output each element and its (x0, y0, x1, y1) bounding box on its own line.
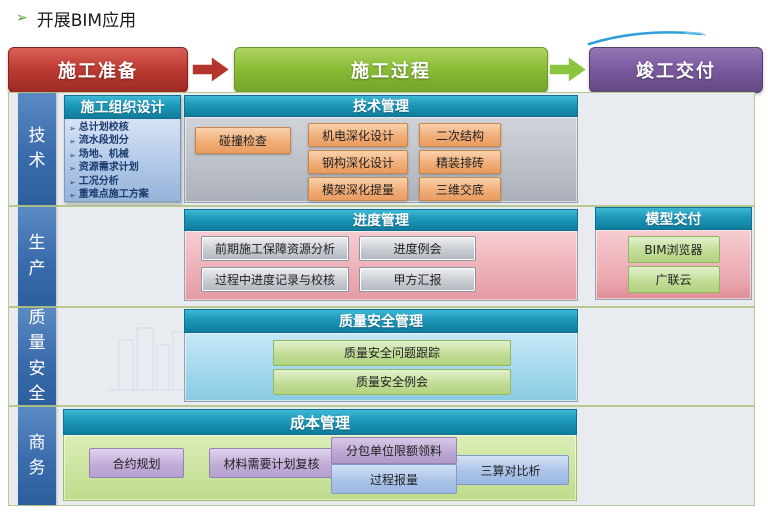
lane-label-production: 生产 (28, 233, 46, 279)
schedule-management-body: 前期施工保障资源分析 过程中进度记录与校核 进度例会 甲方汇报 (184, 231, 578, 301)
bullet-icon: ➢ (69, 150, 76, 160)
org-design-header: 施工组织设计 (64, 95, 181, 119)
lane-row-production: 生产 进度管理 前期施工保障资源分析 过程中进度记录与校核 进度例会 甲方汇报 … (8, 206, 755, 307)
schedule-chip-column-1: 前期施工保障资源分析 过程中进度记录与校核 (201, 236, 349, 300)
cost-management-header: 成本管理 (63, 409, 577, 435)
chip-glodon-cloud: 广联云 (627, 266, 720, 293)
chip-subcontract-quota-material: 分包单位限额领料 (331, 437, 457, 464)
chip-contract-planning: 合约规划 (89, 448, 184, 478)
chip-collision-check: 碰撞检查 (195, 127, 291, 154)
bullet-icon: ➢ (69, 164, 76, 174)
chip-mep-deepening: 机电深化设计 (308, 123, 408, 147)
quality-safety-management-title: 质量安全管理 (339, 314, 423, 330)
chip-quality-issue-tracking: 质量安全问题跟踪 (273, 339, 511, 366)
bullet-icon: ➢ (69, 137, 76, 147)
model-delivery-section: 模型交付 BIM浏览器 广联云 (595, 207, 752, 300)
chip-progress-meeting: 进度例会 (359, 236, 476, 261)
quality-safety-management-section: 质量安全管理 质量安全问题跟踪 质量安全例会 (184, 309, 578, 403)
model-delivery-title: 模型交付 (645, 211, 702, 228)
lane-bar-quality-safety: 质量安全 (18, 308, 56, 405)
page-title-text: 开展BIM应用 (36, 11, 137, 31)
swoosh-decoration-icon (587, 31, 706, 46)
technical-management-body: 碰撞检查 机电深化设计 钢构深化设计 模架深化提量 二次结构 精装排砖 三维交底 (184, 117, 578, 203)
arrow-right-green-icon (548, 54, 589, 85)
chip-three-estimate-comparison: 三算对比析 (452, 455, 569, 485)
tech-chip-column-2: 二次结构 精装排砖 三维交底 (419, 123, 501, 201)
title-arrow-bullet-icon: ➢ (16, 9, 28, 26)
chip-material-plan-review: 材料需要计划复核 (209, 448, 334, 478)
chip-process-quantity-report: 过程报量 (331, 464, 457, 494)
phase-construction-preparation: 施工准备 (8, 47, 188, 93)
cost-management-title: 成本管理 (289, 413, 350, 432)
lane-label-quality-safety: 质量安全 (28, 307, 46, 405)
chip-bim-browser: BIM浏览器 (627, 236, 720, 263)
phase-delivery-label: 竣工交付 (636, 61, 716, 82)
lane-row-technology: 技术 施工组织设计 ➢总计划校核 ➢流水段划分 ➢场地、机械 ➢资源需求计划 ➢… (8, 92, 755, 206)
technical-management-header: 技术管理 (184, 95, 578, 117)
list-item: ➢场地、机械 (69, 148, 177, 161)
phase-completion-delivery: 竣工交付 (589, 47, 763, 93)
quality-safety-management-header: 质量安全管理 (184, 309, 578, 333)
chip-quality-safety-meeting: 质量安全例会 (273, 368, 511, 395)
chip-steel-deepening: 钢构深化设计 (308, 150, 408, 174)
model-delivery-header: 模型交付 (595, 207, 752, 230)
chip-early-resource-analysis: 前期施工保障资源分析 (201, 236, 349, 261)
chip-progress-record-check: 过程中进度记录与校核 (201, 267, 349, 292)
lane-label-business: 商务 (28, 432, 46, 479)
chip-3d-disclosure: 三维交底 (419, 177, 501, 201)
bullet-icon: ➢ (69, 191, 76, 201)
phase-construction-process: 施工过程 (234, 47, 548, 93)
chip-fine-decoration: 精装排砖 (419, 150, 501, 174)
phase-prepare-label: 施工准备 (58, 61, 138, 82)
bullet-icon: ➢ (69, 124, 76, 133)
technical-management-section: 技术管理 碰撞检查 机电深化设计 钢构深化设计 模架深化提量 二次结构 精装排砖… (184, 95, 578, 205)
cost-management-section: 成本管理 合约规划 材料需要计划复核 分包单位限额领料 过程报量 三算对比析 (63, 409, 577, 503)
schedule-chip-column-2: 进度例会 甲方汇报 (359, 236, 476, 300)
lane-bar-business: 商务 (18, 407, 56, 505)
list-item: ➢总计划校核 (69, 121, 177, 134)
chip-secondary-structure: 二次结构 (419, 123, 501, 147)
technical-management-title: 技术管理 (353, 99, 409, 115)
list-item: ➢重难点施工方案 (69, 188, 177, 201)
lane-row-quality-safety: 质量安全 质量安全管理 质量安全问题跟踪 质量安全例会 (8, 307, 755, 406)
org-design-title: 施工组织设计 (80, 100, 165, 116)
lane-row-business: 商务 成本管理 合约规划 材料需要计划复核 分包单位限额领料 过程报量 三算对比… (8, 406, 755, 506)
cost-management-body: 合约规划 材料需要计划复核 分包单位限额领料 过程报量 三算对比析 (63, 435, 577, 501)
chip-formwork-quantity: 模架深化提量 (308, 177, 408, 201)
schedule-management-title: 进度管理 (353, 213, 409, 229)
lane-label-technology: 技术 (28, 125, 46, 172)
lane-bar-production: 生产 (18, 207, 56, 306)
tech-chip-column-1: 机电深化设计 钢构深化设计 模架深化提量 (308, 123, 408, 201)
arrow-right-red-icon (191, 54, 232, 85)
construction-org-design-box: 施工组织设计 ➢总计划校核 ➢流水段划分 ➢场地、机械 ➢资源需求计划 ➢工况分… (64, 95, 181, 202)
list-item: ➢资源需求计划 (69, 161, 177, 174)
bullet-icon: ➢ (69, 177, 76, 187)
schedule-management-header: 进度管理 (184, 209, 578, 231)
schedule-management-section: 进度管理 前期施工保障资源分析 过程中进度记录与校核 进度例会 甲方汇报 (184, 209, 578, 303)
org-design-list: ➢总计划校核 ➢流水段划分 ➢场地、机械 ➢资源需求计划 ➢工况分析 ➢重难点施… (64, 119, 181, 202)
quality-safety-management-body: 质量安全问题跟踪 质量安全例会 (184, 333, 578, 402)
list-item: ➢工况分析 (69, 175, 177, 188)
lane-bar-technology: 技术 (18, 93, 56, 205)
model-delivery-body: BIM浏览器 广联云 (595, 230, 752, 300)
page-title: ➢ 开展BIM应用 (16, 6, 137, 32)
phase-process-label: 施工过程 (351, 61, 431, 82)
chip-owner-report: 甲方汇报 (359, 267, 476, 292)
list-item: ➢流水段划分 (69, 134, 177, 147)
